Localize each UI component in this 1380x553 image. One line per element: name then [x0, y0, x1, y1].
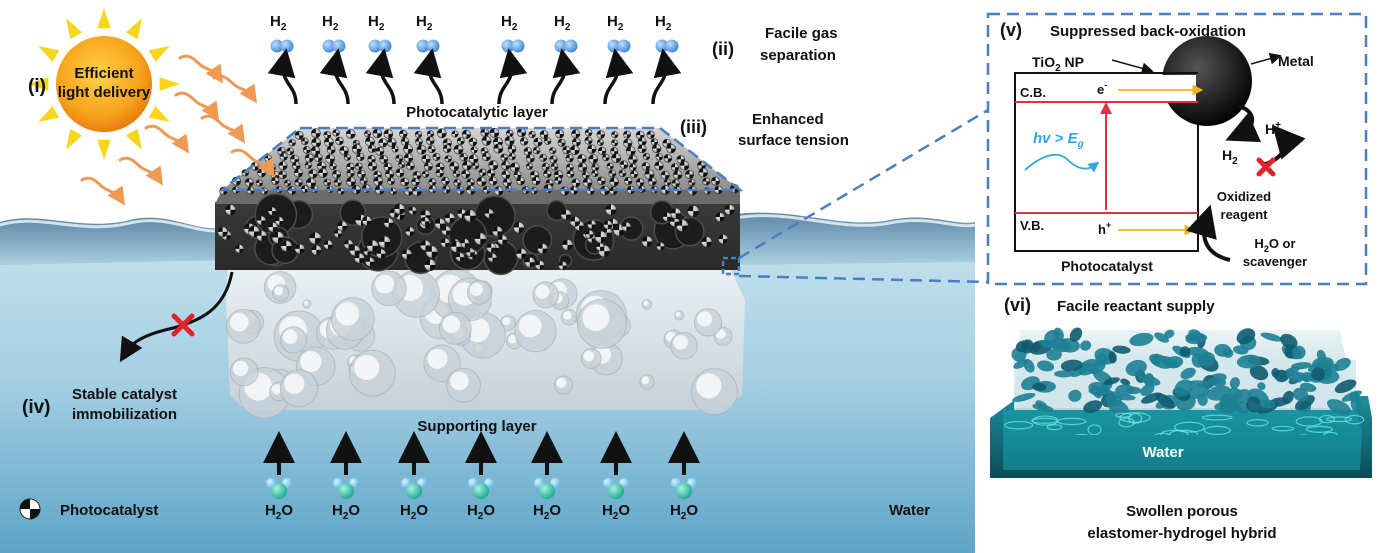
inset-vi-title: Facile reactant supply [1057, 298, 1215, 315]
h2-release-arrow [603, 48, 634, 105]
h2o-label: H2O [670, 502, 698, 522]
metal-particle [1162, 36, 1252, 126]
sun-icon [28, 8, 180, 160]
inset-v-label: (v) [1000, 20, 1022, 40]
label-iv: (iv) [22, 397, 51, 418]
h2-label: H2 [655, 13, 672, 33]
vb-label: V.B. [1020, 218, 1044, 233]
zoom-line-top [738, 108, 989, 260]
h2-label: H2 [501, 13, 518, 33]
zoom-line-bottom [738, 274, 989, 284]
tio2-label: TiO2 NP [1032, 54, 1084, 74]
reduction-arrow [1225, 104, 1262, 143]
photocatalyst-caption: Photocatalyst [1061, 258, 1153, 274]
h2-release-arrow [365, 48, 396, 105]
wave-highlight-right [734, 214, 976, 228]
facile-gas-line1: Facile gas [765, 25, 838, 42]
inset-v-title: Suppressed back-oxidation [1050, 23, 1246, 40]
label-iii: (iii) [680, 117, 707, 137]
photocatalytic-layer-label: Photocatalytic layer [406, 104, 548, 121]
water-molecule-icon [406, 483, 422, 499]
water-molecule-icon [271, 483, 287, 499]
photocatalyst-particles [217, 127, 740, 272]
hole-label: h+ [1098, 220, 1111, 237]
zoom-source-box [721, 256, 741, 276]
supporting-layer-pores [226, 268, 738, 419]
water-molecule-icon [539, 483, 555, 499]
efficient-line2: light delivery [58, 84, 151, 101]
h2o-label: H2O [602, 502, 630, 522]
h2-release-arrow [267, 48, 298, 105]
enhanced-line1: Enhanced [752, 111, 824, 128]
inset-vi-label: (vi) [1004, 295, 1031, 315]
water-molecules: H2O H2O H2O H2O H2O H2O H2O [263, 431, 700, 522]
hybrid-block-illustration [990, 327, 1372, 478]
inset-vi-water-label: Water [1142, 444, 1183, 461]
water-molecule-icon [338, 483, 354, 499]
electron-label: e- [1097, 80, 1107, 97]
photon-energy-label: hv > Eg [1033, 130, 1084, 150]
wave-highlight-left [0, 219, 231, 233]
oxidation-arrow [1186, 204, 1231, 262]
water-molecule-icon [676, 483, 692, 499]
h2-label: H2 [607, 13, 624, 33]
water-surface-wave-right [730, 212, 975, 265]
water-molecule-icon [608, 483, 624, 499]
oxidized-line1: Oxidized [1217, 189, 1271, 204]
h2o-label: H2O [533, 502, 561, 522]
h2o-label: H2O [265, 502, 293, 522]
h2-release-arrow [497, 48, 528, 105]
h2-product-label: H2 [1222, 147, 1238, 167]
oxidized-line2: reagent [1221, 207, 1269, 222]
stable-line1: Stable catalyst [72, 386, 177, 403]
enhanced-line2: surface tension [738, 132, 849, 149]
cb-label: C.B. [1020, 85, 1046, 100]
blocked-cross-icon [1256, 157, 1276, 177]
h2-label: H2 [416, 13, 433, 33]
supporting-layer-label: Supporting layer [417, 418, 536, 435]
light-arrows [80, 54, 275, 206]
label-ii: (ii) [712, 39, 734, 59]
inset-vi-caption-line1: Swollen porous [1126, 503, 1238, 520]
band-box-mask [1017, 75, 1196, 102]
h2-molecules: H2 H2 H2 H2 H2 H2 H2 H2 [267, 13, 682, 105]
tio2-pointer [1111, 59, 1154, 75]
h2o-scavenger-line2: scavenger [1243, 254, 1307, 269]
blocked-cross-icon [171, 313, 195, 337]
h2-release-arrow [651, 48, 682, 105]
label-i: (i) [28, 76, 46, 97]
h2-label: H2 [368, 13, 385, 33]
h2-release-arrow [319, 48, 350, 105]
photon-arrow [1024, 153, 1100, 173]
h2-label: H2 [322, 13, 339, 33]
h2o-scavenger-line1: H2O or [1254, 236, 1295, 254]
h2-release-arrow [550, 48, 581, 105]
photocatalytic-layer-outline [218, 126, 744, 192]
facile-gas-line2: separation [760, 47, 836, 64]
water-surface-wave-left [0, 217, 230, 265]
water-molecule-icon [473, 483, 489, 499]
water-label: Water [889, 502, 930, 519]
h2o-label: H2O [332, 502, 360, 522]
metal-pointer [1250, 52, 1282, 65]
photocatalyst-legend-label: Photocatalyst [60, 502, 158, 519]
inset-vi-caption-line2: elastomer-hydrogel hybrid [1087, 525, 1276, 542]
h2o-label: H2O [400, 502, 428, 522]
photocatalyst-legend-icon [19, 498, 41, 520]
h2-label: H2 [554, 13, 571, 33]
h2o-label: H2O [467, 502, 495, 522]
stable-line2: immobilization [72, 406, 177, 423]
h2-label: H2 [270, 13, 287, 33]
metal-label: Metal [1278, 53, 1314, 69]
immobilization-arrow [119, 271, 234, 363]
h2-release-arrow [413, 48, 444, 105]
efficient-line1: Efficient [74, 65, 133, 82]
